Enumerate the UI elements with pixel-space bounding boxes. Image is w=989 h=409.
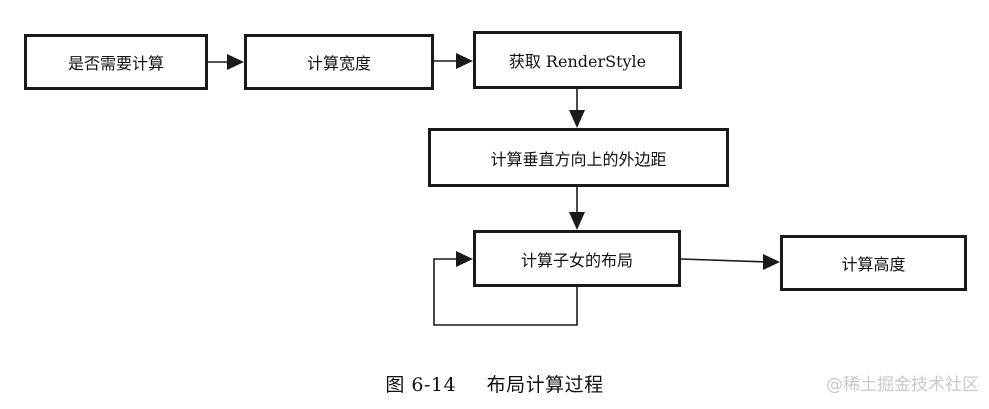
arrowhead-b5 (569, 212, 585, 230)
watermark: @稀土掘金技术社区 (826, 375, 979, 395)
node-label: 计算高度 (841, 255, 906, 274)
node-need-compute: 是否需要计算 (24, 34, 208, 90)
edge-b5-self-loop (433, 258, 578, 326)
node-compute-vertical-margin: 计算垂直方向上的外边距 (428, 128, 729, 187)
arrowhead-b4 (569, 110, 585, 128)
node-compute-height: 计算高度 (780, 235, 967, 291)
edge-b5-b6 (680, 258, 768, 263)
node-label: 获取 RenderStyle (508, 52, 647, 71)
figure-number: 图 6-14 (385, 374, 457, 396)
node-label: 计算宽度 (306, 54, 371, 73)
node-label: 计算垂直方向上的外边距 (490, 149, 667, 169)
node-label: 计算子女的布局 (520, 250, 633, 270)
node-get-renderstyle: 获取 RenderStyle (473, 31, 682, 89)
arrowhead-b6 (763, 254, 780, 270)
arrowhead-self-loop (456, 251, 473, 267)
node-label: 是否需要计算 (67, 54, 164, 73)
node-compute-children-layout: 计算子女的布局 (473, 230, 681, 287)
node-compute-width: 计算宽度 (244, 34, 434, 90)
arrowhead-b3 (456, 53, 473, 69)
figure-title: 布局计算过程 (486, 374, 604, 396)
arrowhead-b2 (227, 54, 244, 70)
figure-caption: 图 6-14 布局计算过程 (0, 370, 989, 397)
